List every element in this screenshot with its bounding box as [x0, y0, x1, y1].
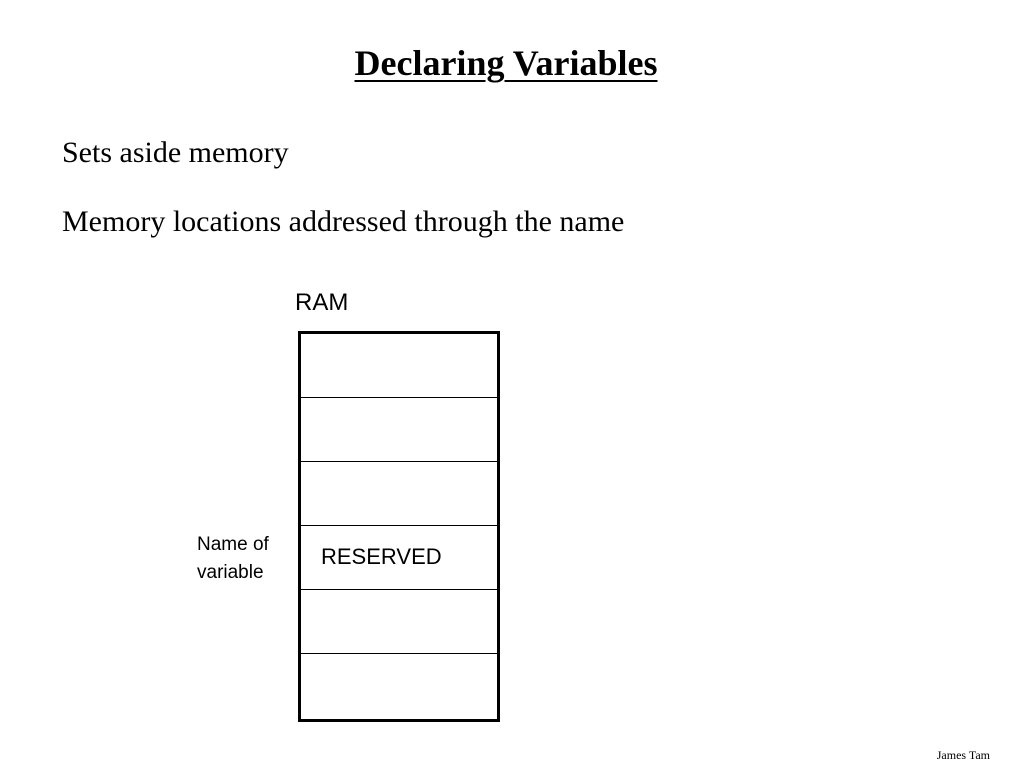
reserved-label: RESERVED	[321, 544, 442, 569]
variable-label-line: variable	[197, 562, 264, 583]
bullet-memory-locations: Memory locations addressed through the n…	[62, 205, 625, 238]
ram-diagram: RESERVED	[298, 331, 500, 722]
ram-cell	[301, 590, 497, 654]
ram-cell	[301, 334, 497, 398]
bullet-sets-aside-memory: Sets aside memory	[62, 136, 289, 169]
ram-cell	[301, 654, 497, 718]
ram-cell	[301, 462, 497, 526]
variable-label-line: Name of	[197, 534, 269, 555]
ram-cell-reserved: RESERVED	[301, 526, 497, 590]
ram-label: RAM	[295, 289, 349, 316]
slide-title: Declaring Variables	[354, 43, 658, 83]
ram-cell	[301, 398, 497, 462]
variable-name-label: Name of variable	[197, 531, 269, 587]
author-footer: James Tam	[936, 748, 990, 762]
